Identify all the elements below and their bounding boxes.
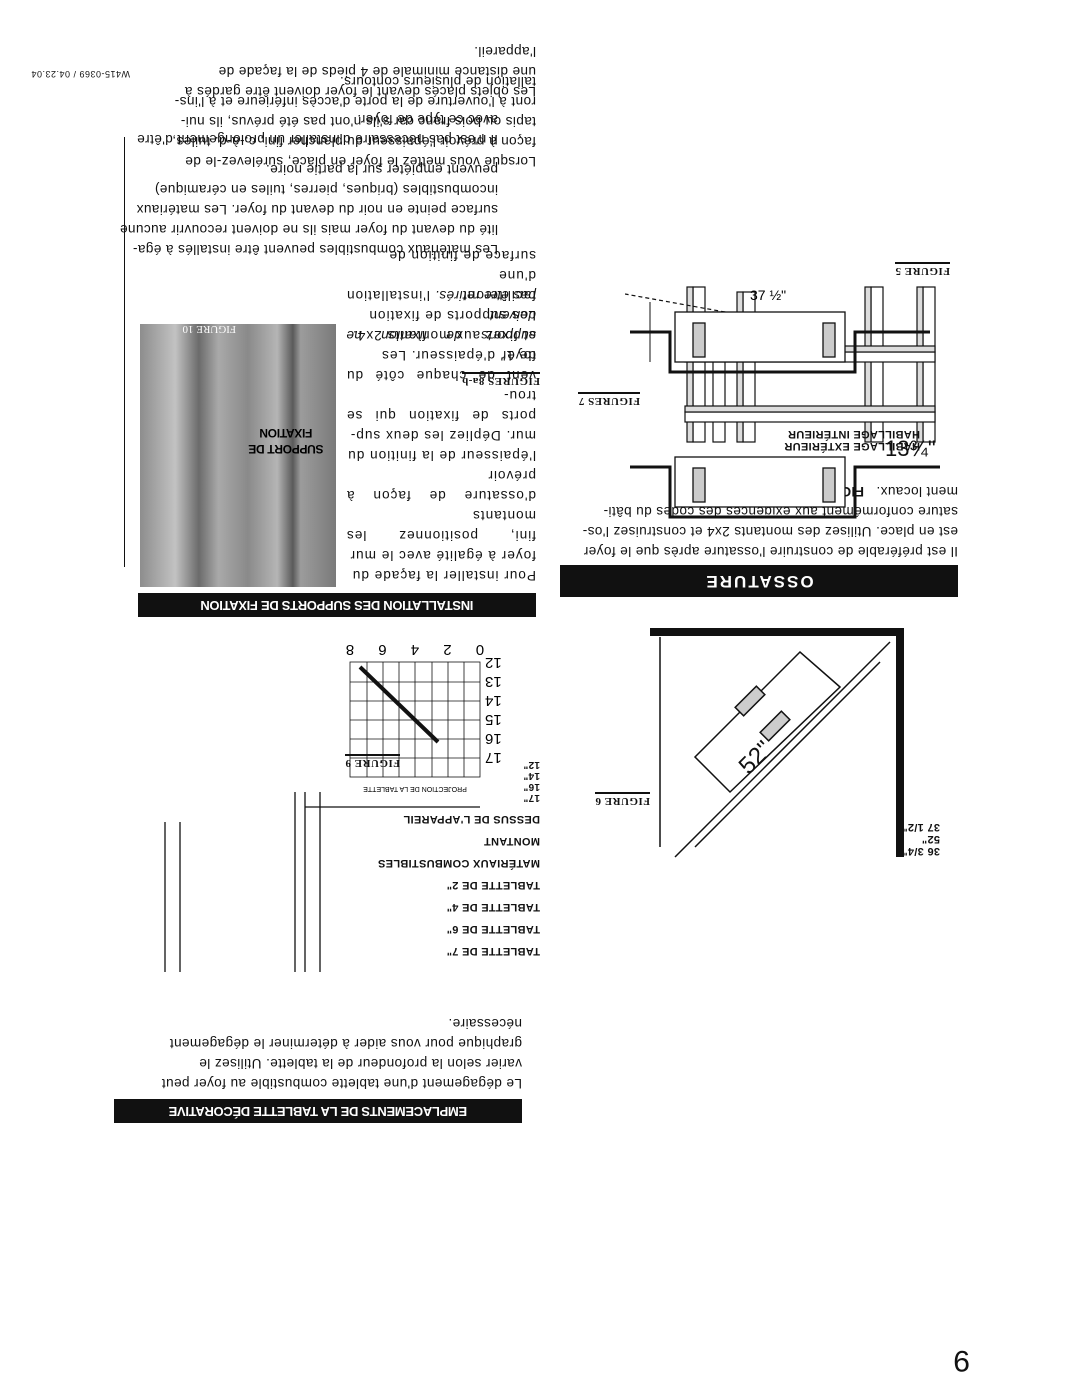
figure-8-label: DESSUS DE L'APPAREIL bbox=[403, 813, 540, 825]
figure-6-corner-drawing: 52" bbox=[650, 628, 904, 858]
figure-7-labels-item: HABILLAGE EXTÉRIEUR bbox=[784, 440, 920, 452]
figure-7-plan-interior bbox=[630, 456, 940, 519]
figure-9-xtick: 6 bbox=[378, 641, 386, 658]
fixation-para-italic: supports de fixation ne doivent pas être… bbox=[346, 288, 536, 343]
figure-9-ytick: 13 bbox=[485, 673, 502, 690]
figure-9-line bbox=[358, 665, 440, 744]
figure-6-dims: 36 3/4"52"37 1/2" bbox=[902, 821, 940, 857]
figure-9-xlabel: PROJECTION DE LA TABLETTE bbox=[363, 785, 467, 792]
figure-8-label: TABLETTE DE 4" bbox=[446, 901, 540, 913]
fixation-photo: SUPPORT DE FIXATION FIGURE 10 bbox=[140, 323, 336, 587]
photo-label-1: SUPPORT DE bbox=[248, 442, 324, 456]
figure-7-labels-item: HABILLAGE INTÉRIEUR bbox=[787, 428, 920, 440]
figure-9-ytick: 15 bbox=[485, 711, 502, 728]
figure-8-label: MATÉRIAUX COMBUSTIBLES bbox=[377, 857, 540, 869]
fixation-heading: INSTALLATION DES SUPPORTS DE FIXATION bbox=[138, 593, 536, 617]
figure-9-ytick: 14 bbox=[485, 692, 502, 709]
figure-9-grid bbox=[349, 661, 481, 778]
figure-8-label: TABLETTE DE 7" bbox=[446, 945, 540, 957]
floor-para2: Les objets placés devant le foyer doiven… bbox=[184, 44, 536, 99]
page-number: 9 bbox=[953, 1344, 970, 1377]
figure-9-xtick: 8 bbox=[346, 641, 354, 658]
figure-9-xtick: 0 bbox=[476, 641, 484, 658]
figure-5-dim-13: 13¾" bbox=[885, 436, 936, 461]
figure-7-plan-exterior: 37 ½" bbox=[630, 287, 930, 374]
svg-text:37 ½": 37 ½" bbox=[750, 287, 786, 303]
figure-9-xtick: 4 bbox=[411, 641, 419, 658]
figure-8-section-drawing bbox=[164, 792, 480, 972]
figure-8-label: TABLETTE DE 2" bbox=[446, 879, 540, 891]
fixation-para-end: de 1" d'épaisseur. Les bbox=[381, 348, 536, 363]
figure-9-ytick: 12 bbox=[485, 654, 502, 671]
figure-6-dims-item: 37 1/2" bbox=[902, 821, 940, 833]
ossature-para2: Les matériaux combustibles peuvent être … bbox=[119, 162, 498, 257]
figure-5-dims: 13¾" bbox=[885, 436, 936, 461]
figure-9-ytick: 16 bbox=[485, 730, 502, 747]
figure-10-caption: FIGURE 10 bbox=[182, 323, 236, 335]
figure-9-xtick: 2 bbox=[443, 641, 451, 658]
figure-5-caption: FIGURE 5 bbox=[894, 262, 950, 277]
figure-6-dims-item: 36 3/4" bbox=[902, 845, 940, 857]
figure-6-dims-item: 52" bbox=[921, 833, 940, 845]
photo-label-2: FIXATION bbox=[259, 426, 313, 440]
mantel-heading: EMPLACEMENTS DE LA TABLETTE DÉCORATIVE bbox=[114, 1099, 522, 1123]
figure-9-ytick: 17 bbox=[485, 749, 502, 766]
figure-8-label: TABLETTE DE 6" bbox=[446, 923, 540, 935]
ossature-heading: OSSATURE bbox=[560, 565, 958, 597]
floor-margin-rule bbox=[124, 137, 125, 567]
mantel-para: Le dégagement d'une tablette combustible… bbox=[161, 1016, 522, 1091]
figure-8-label: MONTANT bbox=[483, 835, 540, 847]
